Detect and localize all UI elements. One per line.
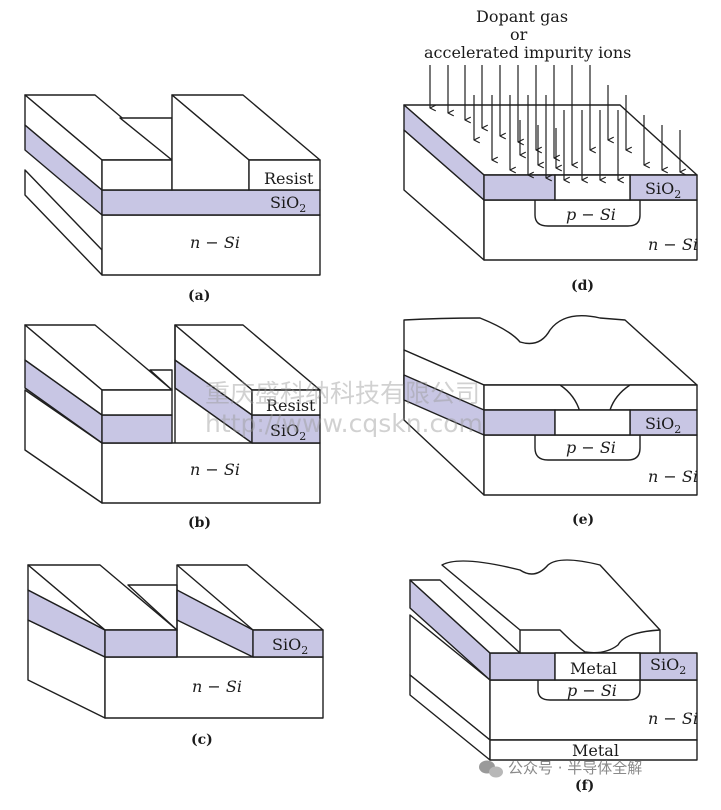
n-si-label-a: n − Si [190, 233, 240, 252]
panel-b: Resist SiO2 n − Si (b) [24, 324, 321, 531]
panel-d: Dopant gas or accelerated impurity ions … [403, 7, 698, 294]
caption-a: (a) [188, 288, 210, 304]
panel-a: Resist SiO2 n − Si (a) [24, 94, 321, 304]
watermark-company: 重庆盛科纳科技有限公司 [205, 379, 480, 408]
sio2-label-c: SiO2 [272, 635, 308, 657]
n-si-label-d: n − Si [648, 235, 698, 254]
resist-label-b: Resist [266, 396, 316, 415]
n-si-label-b: n − Si [190, 460, 240, 479]
caption-d: (d) [571, 278, 594, 294]
n-si-label-c: n − Si [192, 677, 242, 696]
wechat-icon [479, 760, 503, 778]
dopant-line-1: Dopant gas [476, 7, 568, 26]
p-si-label-f: p − Si [567, 681, 617, 700]
caption-c: (c) [191, 732, 213, 748]
dopant-line-3: accelerated impurity ions [424, 43, 631, 62]
sio2-label-b: SiO2 [270, 421, 306, 443]
n-si-label-f: n − Si [648, 709, 698, 728]
panel-f: Metal SiO2 p − Si n − Si Metal (f) [409, 559, 698, 794]
sio2-label-d: SiO2 [645, 179, 681, 201]
panel-c: SiO2 n − Si (c) [27, 564, 324, 748]
metal-label-top: Metal [570, 659, 617, 678]
sio2-label-f: SiO2 [650, 655, 686, 677]
p-si-label-e: p − Si [566, 438, 616, 457]
brand-text: 公众号 · 半导体全解 [508, 759, 642, 777]
sio2-label-e: SiO2 [645, 414, 681, 436]
p-si-label-d: p − Si [566, 205, 616, 224]
caption-b: (b) [188, 515, 211, 531]
brand-footer: 公众号 · 半导体全解 [479, 759, 642, 778]
n-si-label-e: n − Si [648, 467, 698, 486]
resist-label-a: Resist [264, 169, 314, 188]
caption-e: (e) [572, 512, 594, 528]
dopant-line-2: or [510, 25, 528, 44]
sio2-label-a: SiO2 [270, 193, 306, 215]
metal-label-bottom: Metal [572, 741, 619, 760]
watermark-url: http://www.cqskn.com [205, 409, 483, 438]
caption-f: (f) [575, 778, 594, 794]
panel-e: p − Si SiO2 n − Si (e) [403, 315, 698, 528]
ion-arrows [430, 65, 680, 180]
